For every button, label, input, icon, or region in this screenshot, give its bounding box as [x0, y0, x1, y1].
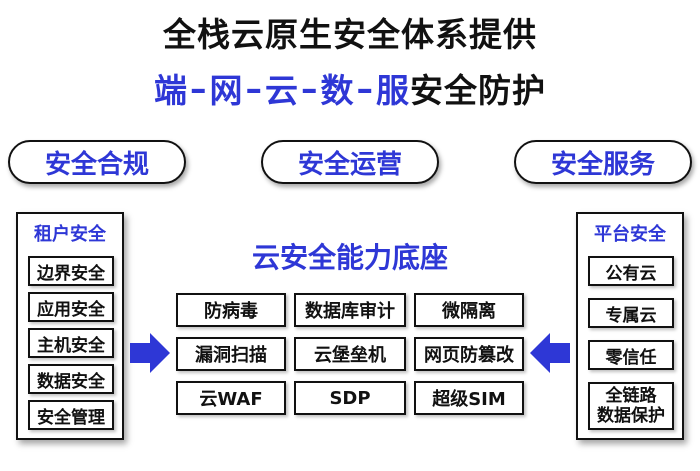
- tenant-security-panel: 租户安全 边界安全 应用安全 主机安全 数据安全 安全管理: [16, 212, 124, 440]
- pill-services: 安全服务: [514, 140, 692, 184]
- subtitle-part-4: 数: [320, 71, 355, 110]
- cell-sdp: SDP: [294, 381, 406, 415]
- cell-vuln-scan: 漏洞扫描: [176, 337, 286, 371]
- pill-operations: 安全运营: [261, 140, 439, 184]
- cell-web-tamper: 网页防篡改: [414, 337, 524, 371]
- right-item-public-cloud: 公有云: [588, 256, 674, 286]
- cell-antivirus: 防病毒: [176, 293, 286, 327]
- tenant-security-title: 租户安全: [34, 224, 106, 245]
- subtitle-part-1: 端: [154, 71, 188, 110]
- cell-super-sim: 超级SIM: [414, 381, 524, 415]
- pill-compliance: 安全合规: [8, 140, 186, 184]
- subtitle-dash-3: –: [301, 68, 319, 108]
- cell-db-audit: 数据库审计: [294, 293, 406, 327]
- subtitle-part-3: 云: [265, 71, 299, 110]
- cell-waf: 云WAF: [176, 381, 286, 415]
- main-title: 全栈云原生安全体系提供: [163, 15, 537, 54]
- right-item-full-link-line1: 全链路: [605, 386, 657, 406]
- subtitle-part-5: 服: [376, 71, 410, 110]
- subtitle-dash-1: –: [190, 68, 208, 108]
- subtitle-dash-2: –: [245, 68, 263, 108]
- arrow-right-icon: [130, 333, 170, 373]
- platform-security-title: 平台安全: [594, 224, 666, 245]
- right-item-full-link-line2: 数据保护: [597, 406, 665, 426]
- subtitle-dash-4: –: [356, 68, 374, 108]
- left-item-data: 数据安全: [28, 364, 114, 394]
- left-item-host: 主机安全: [28, 328, 114, 358]
- cell-micro-isolation: 微隔离: [414, 293, 524, 327]
- left-item-management: 安全管理: [28, 400, 114, 430]
- right-item-full-link: 全链路 数据保护: [588, 382, 674, 430]
- subtitle-part-2: 网: [209, 71, 244, 110]
- right-item-zero-trust: 零信任: [588, 340, 674, 370]
- subtitle: 端–网–云–数–服安全防护: [0, 66, 700, 111]
- right-item-private-cloud: 专属云: [588, 298, 674, 328]
- arrow-left-icon: [530, 333, 570, 373]
- left-item-boundary: 边界安全: [28, 256, 114, 286]
- cell-bastion: 云堡垒机: [294, 337, 406, 371]
- left-item-application: 应用安全: [28, 292, 114, 322]
- core-title: 云安全能力底座: [251, 241, 448, 274]
- subtitle-rest: 安全防护: [410, 71, 546, 110]
- platform-security-panel: 平台安全 公有云 专属云 零信任 全链路 数据保护: [576, 212, 684, 440]
